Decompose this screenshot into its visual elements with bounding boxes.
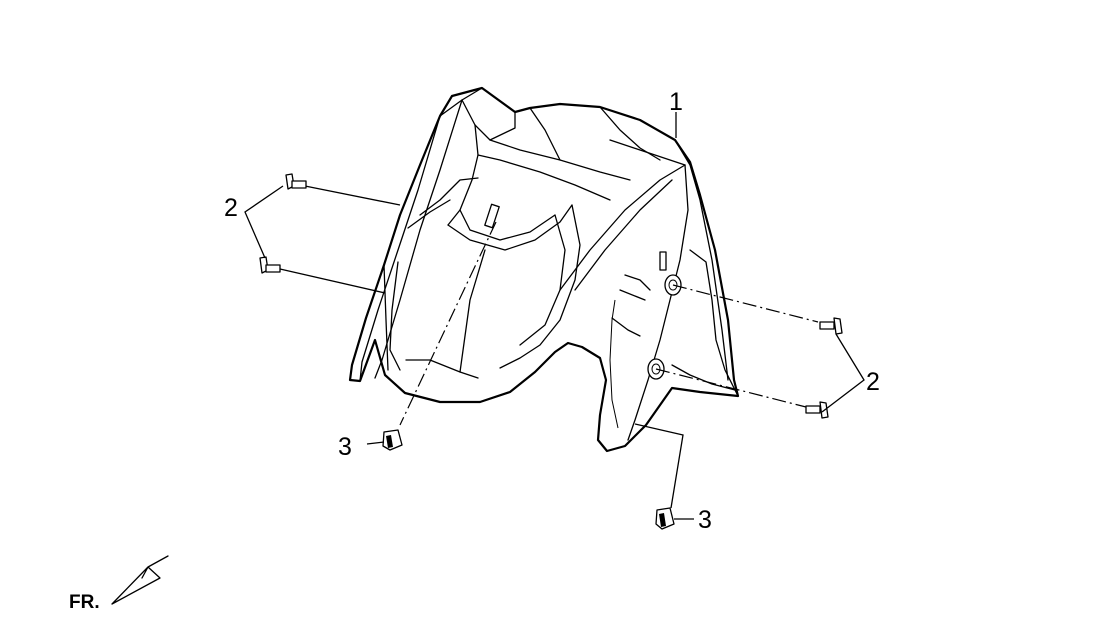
screw-lower-left xyxy=(259,256,386,294)
callout-3-left: 3 xyxy=(338,433,352,461)
callout-1: 1 xyxy=(669,88,683,116)
callout-2-right: 2 xyxy=(866,368,880,396)
clip-right xyxy=(634,423,694,530)
direction-arrow-icon xyxy=(111,555,169,605)
screw-upper-left xyxy=(285,173,401,206)
front-fender xyxy=(348,86,740,453)
leader-lines xyxy=(244,112,865,413)
callout-2-left: 2 xyxy=(224,194,238,222)
clip-left xyxy=(366,429,403,451)
front-direction-indicator: FR. xyxy=(69,555,169,613)
center-lines xyxy=(399,221,819,426)
fr-label: FR. xyxy=(69,592,100,613)
callout-3-right: 3 xyxy=(698,506,712,534)
screw-upper-right xyxy=(819,317,843,335)
